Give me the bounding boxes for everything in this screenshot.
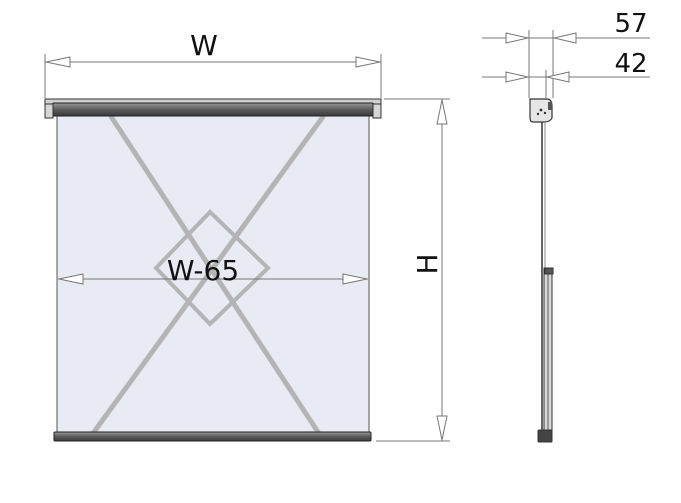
- bottom-bar: [53, 431, 372, 442]
- front-view: W W-65 H: [44, 29, 450, 442]
- cross-pattern: [90, 114, 326, 436]
- height-dimension: [376, 98, 450, 442]
- side-profile: [537, 122, 554, 443]
- depth-dimensions: [482, 30, 650, 98]
- width-dimension: [44, 54, 382, 98]
- side-cassette: [529, 98, 553, 123]
- width-label: W: [190, 29, 218, 62]
- inner-width-label: W-65: [167, 254, 239, 287]
- head-rail: [44, 98, 382, 119]
- height-label: H: [411, 253, 444, 274]
- depth-inner-label: 42: [614, 49, 647, 79]
- depth-outer-label: 57: [614, 9, 647, 39]
- inner-width-dimension: [58, 273, 368, 285]
- side-view: 57 42: [482, 9, 650, 443]
